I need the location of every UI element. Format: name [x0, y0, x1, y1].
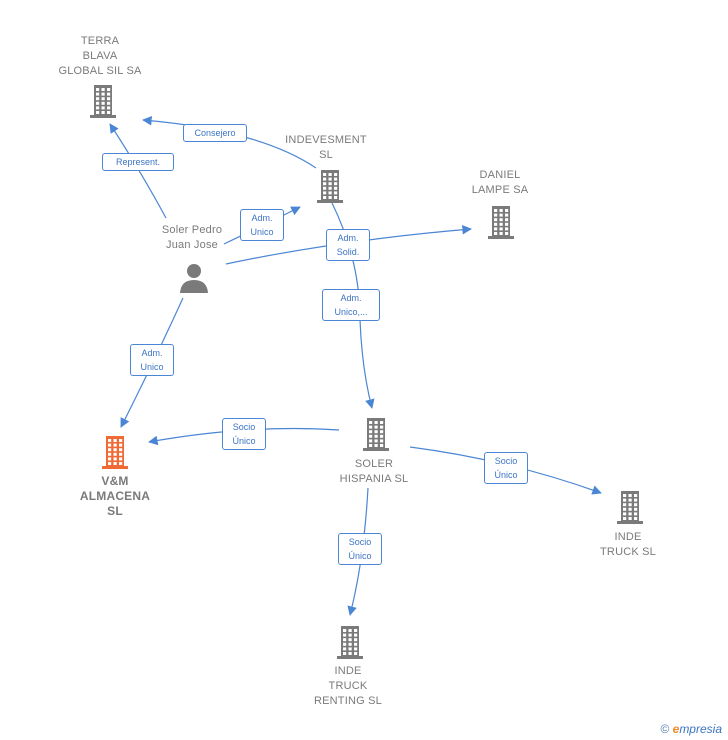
node-label-inde-truck-renting[interactable]: INDE TRUCK RENTING SL	[313, 665, 382, 707]
brand-footer: © empresia	[660, 722, 722, 736]
edge-label-adm-unico-vm[interactable]: Adm. Unico	[130, 344, 174, 376]
edge-label-socio-renting[interactable]: Socio Único	[338, 533, 382, 565]
node-label-vm-almacena[interactable]: V&M ALMACENA SL	[79, 474, 151, 518]
edge-label-represent[interactable]: Represent.	[102, 153, 174, 171]
edge-represent	[109, 123, 167, 219]
edge-label-adm-unico-soler[interactable]: Adm. Unico,...	[322, 289, 380, 321]
edge-label-socio-truck[interactable]: Socio Único	[484, 452, 528, 484]
copyright-icon: ©	[660, 722, 670, 736]
building-icon-indevesment[interactable]	[313, 168, 347, 204]
node-label-soler-hispania[interactable]: SOLER HISPANIA SL	[339, 458, 409, 485]
building-icon-soler-hispania[interactable]	[359, 416, 393, 452]
edge-label-consejero[interactable]: Consejero	[183, 124, 247, 142]
edge-label-adm-unico-indevesment[interactable]: Adm. Unico	[240, 209, 284, 241]
person-icon-soler-pedro[interactable]	[179, 262, 209, 294]
edge-label-socio-vm[interactable]: Socio Único	[222, 418, 266, 450]
node-label-daniel-lampe[interactable]: DANIEL LAMPE SA	[471, 169, 529, 196]
building-icon-inde-truck-renting[interactable]	[333, 624, 367, 660]
building-icon-daniel-lampe[interactable]	[484, 204, 518, 240]
node-label-soler-pedro[interactable]: Soler Pedro Juan Jose	[161, 224, 223, 251]
node-label-terra-blava[interactable]: TERRA BLAVA GLOBAL SIL SA	[58, 35, 142, 77]
building-icon-vm-almacena[interactable]	[98, 434, 132, 470]
node-label-indevesment[interactable]: INDEVESMENT SL	[285, 134, 367, 161]
building-icon-inde-truck[interactable]	[613, 489, 647, 525]
node-label-inde-truck[interactable]: INDE TRUCK SL	[600, 531, 656, 558]
brand-logo-initial: e	[672, 722, 680, 736]
brand-logo-text: mpresia	[679, 722, 722, 736]
building-icon-terra-blava[interactable]	[86, 83, 120, 119]
edge-label-adm-solid[interactable]: Adm. Solid.	[326, 229, 370, 261]
